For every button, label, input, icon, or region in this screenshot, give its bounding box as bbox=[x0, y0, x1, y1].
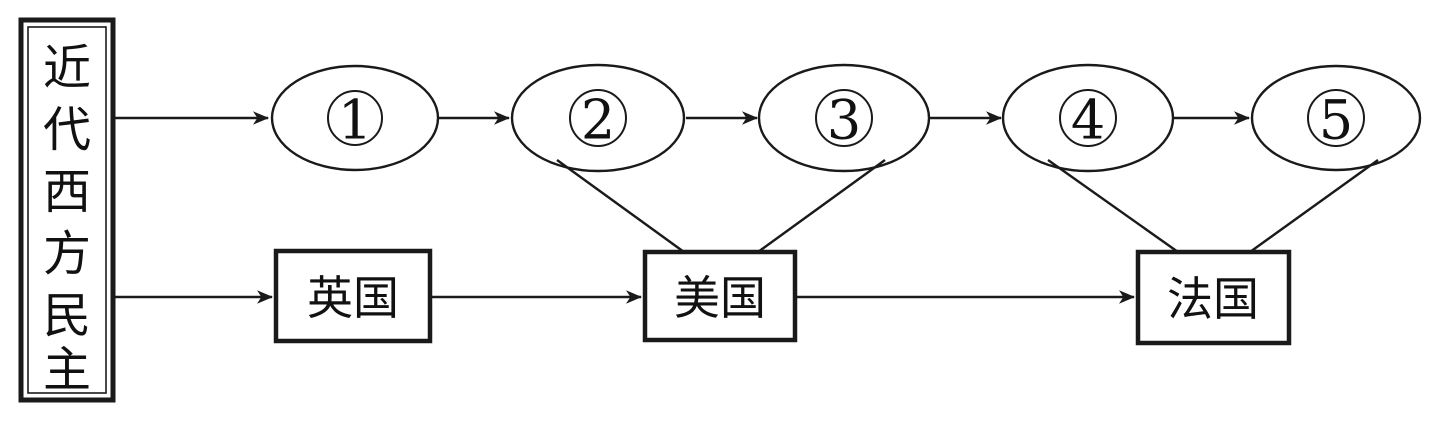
source-node-box[interactable] bbox=[18, 17, 116, 403]
node-group-3[interactable]: 3 bbox=[757, 63, 931, 173]
source-node-char-2: 西 bbox=[43, 164, 91, 220]
edge-node-3-to-us bbox=[757, 159, 886, 253]
ellipse-node-2-inner-circle bbox=[569, 89, 627, 147]
box-node-uk[interactable] bbox=[273, 248, 433, 344]
box-node-fr-label: 法国 bbox=[1167, 272, 1259, 326]
ellipse-node-2-label: 2 bbox=[581, 89, 615, 152]
ellipse-node-1[interactable] bbox=[270, 64, 440, 172]
source-node-char-1: 代 bbox=[43, 102, 91, 158]
node-group-5[interactable]: 5 bbox=[1250, 64, 1422, 172]
edge-node-4-to-fr bbox=[1047, 159, 1179, 253]
edge-node-2-to-us bbox=[556, 159, 685, 253]
source-node-char-5: 主 bbox=[43, 342, 91, 398]
node-group-2[interactable]: 2 bbox=[510, 63, 686, 173]
edge-node-5-to-fr bbox=[1249, 159, 1379, 253]
ellipse-node-4-inner-circle bbox=[1059, 89, 1117, 147]
box-node-fr[interactable] bbox=[1135, 249, 1292, 346]
box-node-us-label: 美国 bbox=[674, 271, 766, 325]
ellipse-node-1-inner-circle bbox=[327, 90, 383, 146]
source-node-char-3: 方 bbox=[43, 226, 91, 282]
ellipse-node-5-inner-circle bbox=[1307, 89, 1365, 147]
ellipse-node-3-label: 3 bbox=[827, 89, 861, 152]
source-node-group[interactable]: 近 代 西 方 民 主 bbox=[18, 17, 116, 403]
ellipse-node-3-inner-circle bbox=[815, 89, 873, 147]
ellipse-node-4[interactable] bbox=[1001, 63, 1175, 173]
ellipse-node-1-label: 1 bbox=[338, 89, 372, 152]
source-node-inner-border bbox=[27, 26, 107, 394]
box-node-us[interactable] bbox=[642, 249, 798, 343]
ellipse-node-2[interactable] bbox=[510, 63, 686, 173]
node-group-4[interactable]: 4 bbox=[1001, 63, 1175, 173]
box-node-uk-label: 英国 bbox=[307, 271, 399, 325]
ellipse-node-5-label: 5 bbox=[1319, 89, 1353, 152]
node-group-uk[interactable]: 英国 bbox=[273, 248, 433, 344]
node-group-us[interactable]: 美国 bbox=[642, 249, 798, 343]
ellipse-node-5[interactable] bbox=[1250, 64, 1422, 172]
ellipse-node-3[interactable] bbox=[757, 63, 931, 173]
source-node-char-0: 近 bbox=[43, 40, 91, 96]
node-group-fr[interactable]: 法国 bbox=[1135, 249, 1292, 346]
node-group-1[interactable]: 1 bbox=[270, 64, 440, 172]
ellipse-node-4-label: 4 bbox=[1071, 89, 1105, 152]
source-node-char-4: 民 bbox=[43, 288, 91, 344]
